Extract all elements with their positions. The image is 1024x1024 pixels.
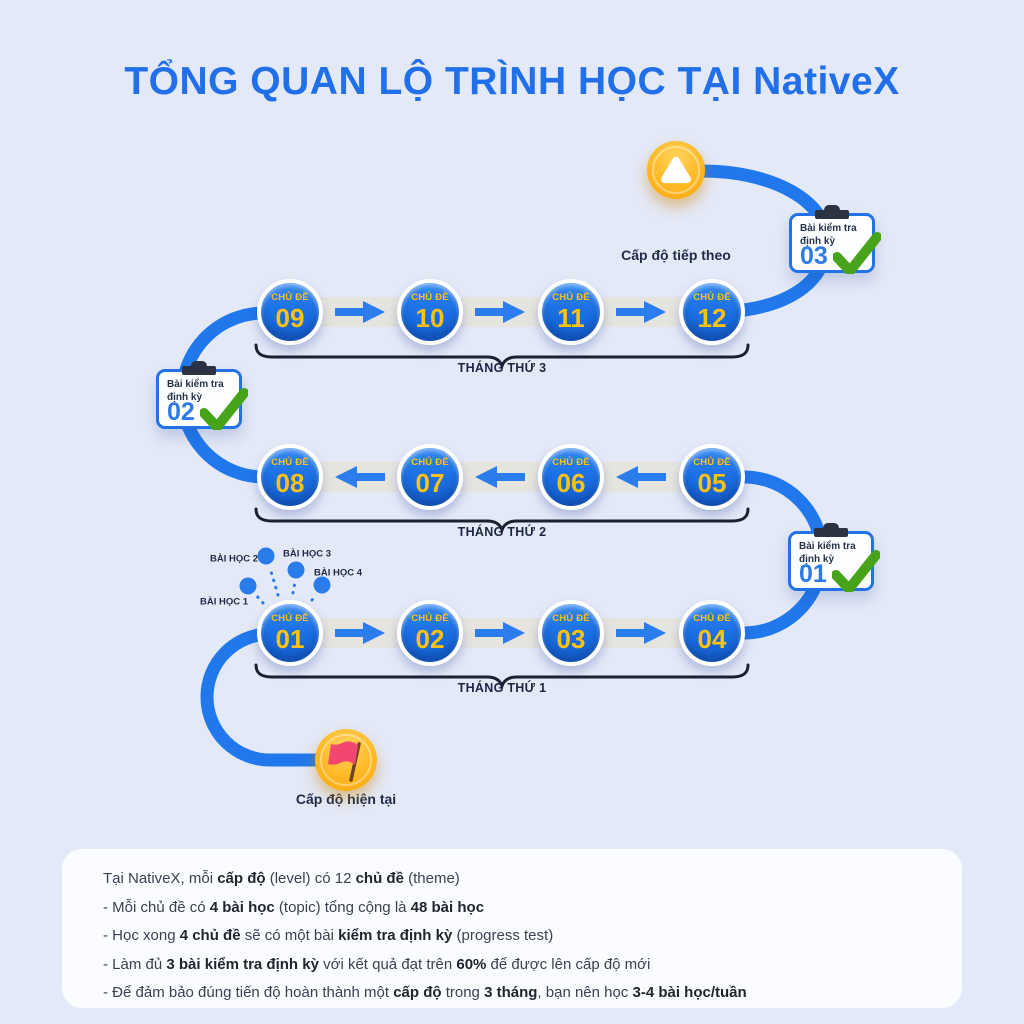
topic-number: 08	[275, 467, 305, 498]
topic-label: CHỦ ĐỀ	[552, 457, 590, 469]
topic-label: CHỦ ĐỀ	[411, 613, 449, 625]
info-line-5: - Để đảm bảo đúng tiến độ hoàn thành một…	[103, 984, 747, 1001]
lesson-dot-2	[257, 547, 275, 565]
checkmark-icon	[833, 232, 881, 274]
topic-node-12: CHỦ ĐỀ 12	[679, 279, 745, 345]
info-line-3: - Học xong 4 chủ đề sẽ có một bài kiểm t…	[103, 927, 554, 944]
checkpoint-title: Bài kiểm tra định kỳ	[800, 223, 857, 247]
topic-node-11: CHỦ ĐỀ 11	[538, 279, 604, 345]
lesson-spoke-2	[268, 566, 280, 597]
topic-number: 05	[697, 467, 727, 498]
topic-number: 06	[556, 467, 586, 498]
lesson-spoke-4	[310, 593, 318, 602]
lesson-dot-3	[287, 561, 305, 579]
topic-number: 11	[557, 302, 585, 333]
topic-number: 07	[415, 467, 445, 498]
month-label-1: THÁNG THỨ 1	[457, 681, 547, 695]
month-label-2: THÁNG THỨ 2	[457, 525, 547, 539]
topic-label: CHỦ ĐỀ	[411, 292, 449, 304]
topic-label: CHỦ ĐỀ	[271, 613, 309, 625]
route-curve-start-to-01	[200, 627, 354, 767]
topic-number: 02	[415, 623, 445, 654]
month-label-3: THÁNG THỨ 3	[457, 361, 547, 375]
checkpoint-clipboard-01: Bài kiểm tra định kỳ 01	[788, 531, 880, 592]
topic-label: CHỦ ĐỀ	[271, 457, 309, 469]
topic-number: 03	[556, 623, 586, 654]
topic-label: CHỦ ĐỀ	[411, 457, 449, 469]
checkpoint-title: Bài kiểm tra định kỳ	[799, 541, 856, 565]
current-level-badge	[315, 729, 377, 791]
info-line-4: - Làm đủ 3 bài kiểm tra định kỳ với kết …	[103, 955, 651, 973]
topic-node-05: CHỦ ĐỀ 05	[679, 444, 745, 510]
topic-node-10: CHỦ ĐỀ 10	[397, 279, 463, 345]
checkpoint-clipboard-03: Bài kiểm tra định kỳ 03	[789, 213, 881, 274]
next-level-badge	[647, 141, 705, 199]
topic-node-09: CHỦ ĐỀ 09	[257, 279, 323, 345]
topic-number: 04	[697, 623, 727, 654]
up-triangle-icon	[661, 156, 691, 184]
topic-label: CHỦ ĐỀ	[552, 292, 590, 304]
topic-node-08: CHỦ ĐỀ 08	[257, 444, 323, 510]
lesson-label-1: BÀI HỌC 1	[199, 596, 249, 608]
topic-label: CHỦ ĐỀ	[693, 292, 731, 304]
topic-label: CHỦ ĐỀ	[552, 613, 590, 625]
checkmark-icon	[200, 388, 248, 430]
arrow-right-icon	[475, 301, 525, 323]
topic-node-07: CHỦ ĐỀ 07	[397, 444, 463, 510]
topic-node-02: CHỦ ĐỀ 02	[397, 600, 463, 666]
lesson-dot-1	[239, 577, 257, 595]
topic-number: 01	[275, 623, 305, 654]
topic-number: 10	[415, 302, 445, 333]
topic-label: CHỦ ĐỀ	[693, 613, 731, 625]
arrow-left-icon	[335, 466, 385, 488]
lesson-label-4: BÀI HỌC 4	[313, 567, 363, 579]
info-line-1: Tại NativeX, mỗi cấp độ (level) có 12 ch…	[103, 870, 460, 887]
topic-node-03: CHỦ ĐỀ 03	[538, 600, 604, 666]
arrow-right-icon	[475, 622, 525, 644]
arrow-right-icon	[616, 301, 666, 323]
lesson-dot-4	[313, 576, 331, 594]
topic-number: 12	[697, 302, 727, 333]
checkpoint-title: Bài kiểm tra định kỳ	[167, 379, 224, 403]
topic-number: 09	[275, 302, 305, 333]
lesson-spoke-1	[254, 593, 265, 605]
arrow-right-icon	[616, 622, 666, 644]
arrow-left-icon	[616, 466, 666, 488]
arrow-right-icon	[335, 622, 385, 644]
topic-node-06: CHỦ ĐỀ 06	[538, 444, 604, 510]
brace-month-3	[254, 343, 750, 371]
checkpoint-number: 02	[167, 398, 195, 426]
page-title: TỔNG QUAN LỘ TRÌNH HỌC TẠI NativeX	[124, 60, 900, 103]
topic-node-01: CHỦ ĐỀ 01	[257, 600, 323, 666]
flag-icon	[328, 741, 361, 782]
info-line-2: - Mỗi chủ đề có 4 bài học (topic) tổng c…	[103, 898, 485, 916]
topic-label: CHỦ ĐỀ	[693, 457, 731, 469]
lesson-label-2: BÀI HỌC 2	[209, 553, 259, 565]
topic-node-04: CHỦ ĐỀ 04	[679, 600, 745, 666]
current-level-label: Cấp độ hiện tại	[295, 791, 397, 807]
info-box-content: Tại NativeX, mỗi cấp độ (level) có 12 ch…	[62, 849, 962, 1008]
topic-label: CHỦ ĐỀ	[271, 292, 309, 304]
checkpoint-clipboard-02: Bài kiểm tra định kỳ 02	[156, 369, 248, 430]
checkmark-icon	[832, 550, 880, 592]
brace-month-2	[254, 507, 750, 535]
brace-month-1	[254, 663, 750, 691]
arrow-left-icon	[475, 466, 525, 488]
lesson-spoke-3	[291, 580, 297, 595]
checkpoint-number: 03	[800, 242, 828, 270]
next-level-label: Cấp độ tiếp theo	[621, 247, 731, 263]
checkpoint-number: 01	[799, 560, 827, 588]
info-box: Tại NativeX, mỗi cấp độ (level) có 12 ch…	[62, 849, 962, 1008]
arrow-right-icon	[335, 301, 385, 323]
lesson-label-3: BÀI HỌC 3	[282, 548, 332, 560]
